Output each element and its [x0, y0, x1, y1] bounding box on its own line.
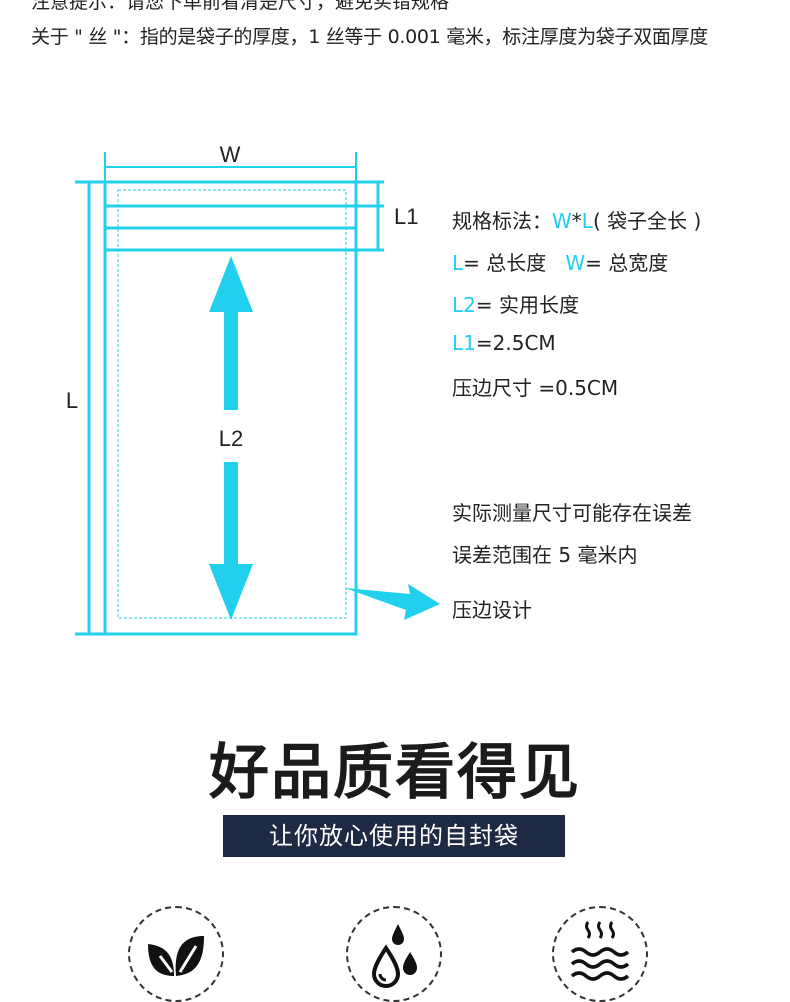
- measure-note-1: 实际测量尺寸可能存在误差: [452, 501, 692, 525]
- spec-line-total: L= 总长度 W= 总宽度: [452, 251, 669, 275]
- l2-arrow-up: [209, 256, 253, 312]
- subtitle-badge: 让你放心使用的自封袋: [223, 815, 565, 857]
- l2-arrow-shaft-top: [224, 310, 238, 410]
- measure-note-2: 误差范围在 5 毫米内: [452, 543, 638, 567]
- feature-circle-waterproof: [346, 906, 442, 1002]
- leaf-icon: [148, 936, 204, 976]
- label-l1: L1: [394, 204, 418, 229]
- spec-line-format: 规格标法：W*L( 袋子全长 ): [452, 209, 702, 233]
- spec-line-edge: 压边尺寸 =0.5CM: [452, 376, 619, 400]
- thickness-note: 关于 " 丝 "：指的是袋子的厚度，1 丝等于 0.001 毫米，标注厚度为袋子…: [31, 26, 708, 48]
- spec-line-usable: L2= 实用长度: [452, 293, 579, 317]
- bag-sealed-edge: [117, 189, 347, 619]
- label-l2: L2: [219, 426, 243, 451]
- l2-arrow-shaft-bottom: [224, 462, 238, 566]
- bag-outline: [103, 180, 358, 636]
- edge-design-label: 压边设计: [452, 598, 532, 622]
- l2-arrow-down: [209, 564, 253, 620]
- bag-dimension-diagram: W L L1 L2: [66, 142, 440, 636]
- clipped-notice-line: 注意提示：请您下单前看清楚尺寸，避免买错规格: [31, 0, 450, 13]
- spec-line-l1: L1=2.5CM: [452, 331, 556, 355]
- feature-circle-eco: [128, 906, 224, 1002]
- feature-circle-heat: [552, 906, 648, 1002]
- heat-waves-icon: [570, 921, 630, 981]
- water-drops-icon: [371, 924, 417, 988]
- label-l: L: [66, 388, 78, 413]
- edge-design-pointer-arrow: [345, 584, 440, 620]
- label-w: W: [220, 142, 241, 167]
- quality-headline: 好品质看得见: [209, 738, 581, 808]
